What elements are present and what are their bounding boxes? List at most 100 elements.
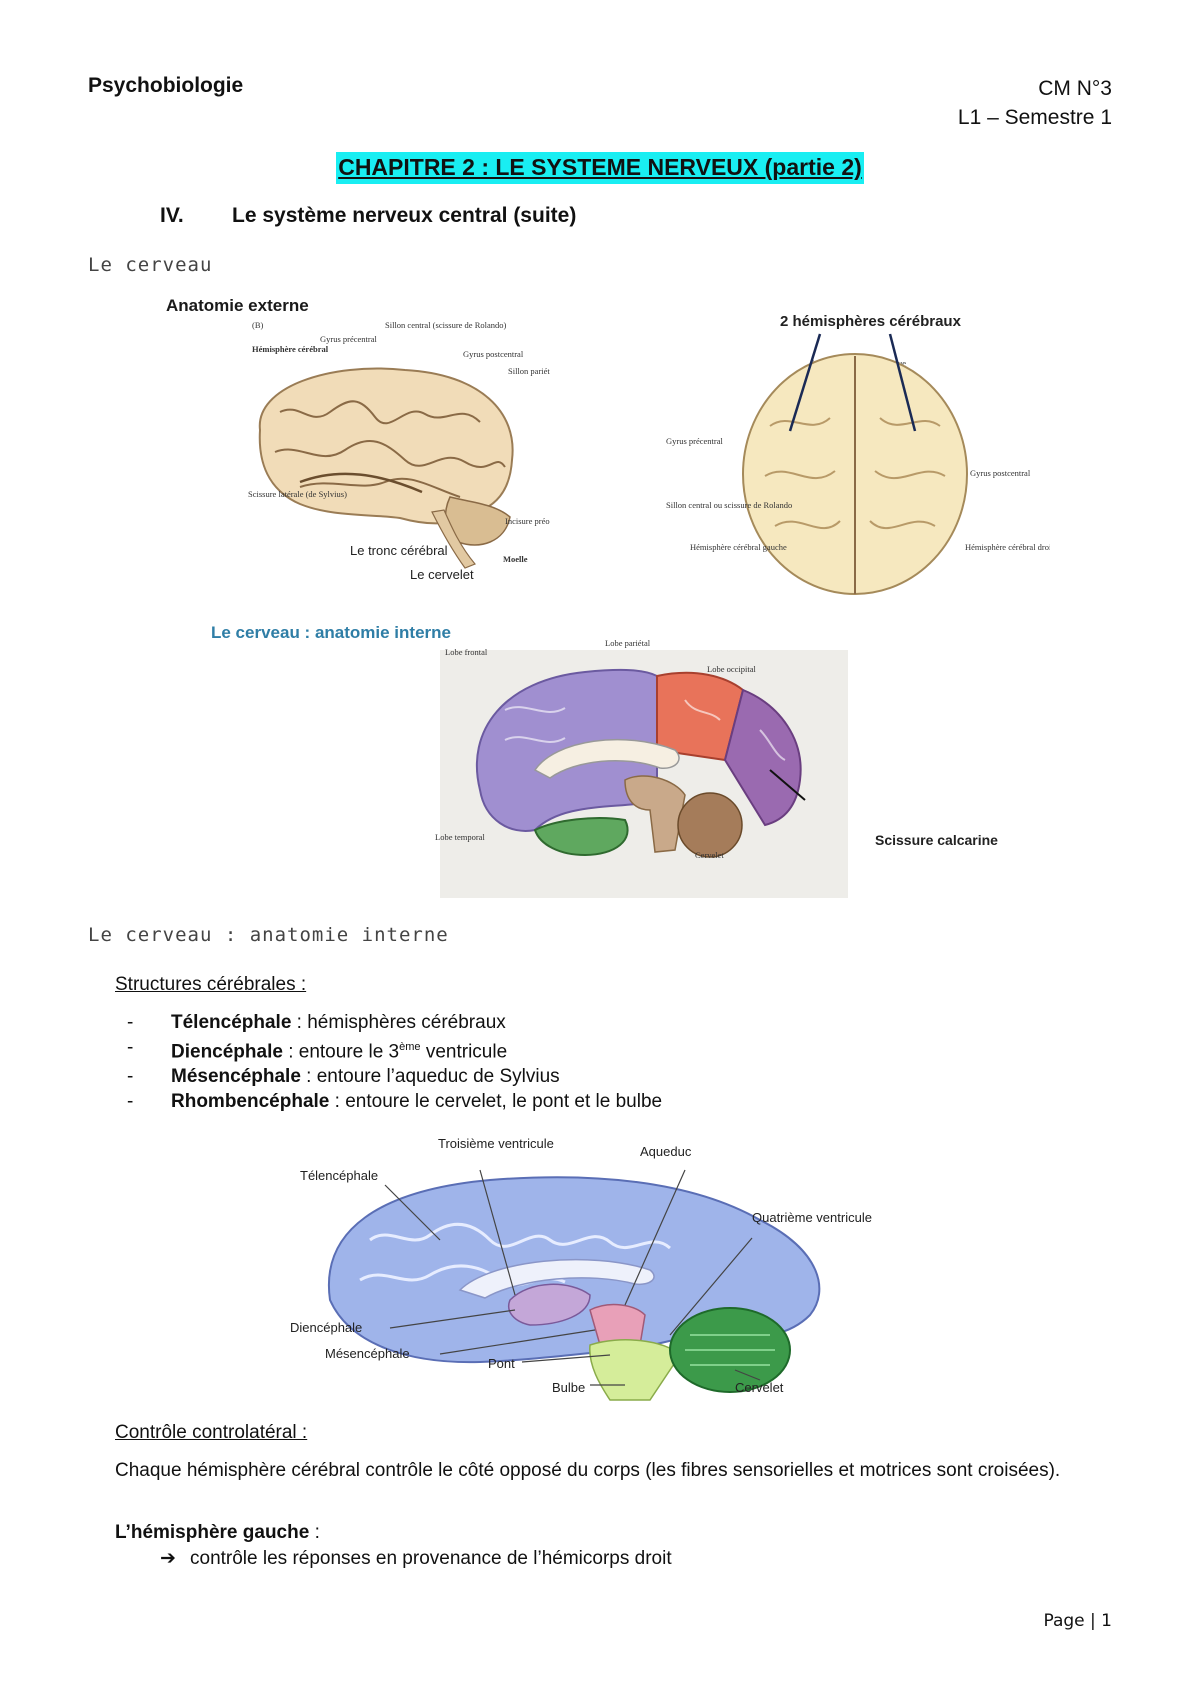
term-telencephale: Télencéphale: [171, 1012, 292, 1033]
label-tronc: Le tronc cérébral: [350, 543, 448, 558]
gyri-lines-3: [299, 477, 461, 498]
fig-tag: (B): [252, 320, 264, 330]
label-cervelet-struct: Cervelet: [735, 1380, 784, 1395]
pointer-mesencephale: [439, 1329, 596, 1355]
label-top-sillon: Sillon central ou scissure de Rolando: [666, 500, 792, 510]
structures-list: -Télencéphale : hémisphères cérébraux -D…: [127, 1010, 662, 1114]
left-hemisphere-colon: :: [309, 1522, 320, 1543]
pointer-telencephale: [384, 1184, 441, 1241]
diencephale-shape: [508, 1283, 591, 1326]
left-hemisphere-line: L’hémisphère gauche :: [115, 1520, 320, 1546]
pointer-aqueduc: [624, 1169, 686, 1306]
calcarine-pointer: [769, 769, 806, 801]
page-sep: |: [1090, 1611, 1096, 1631]
term-rhombencephale: Rhombencéphale: [171, 1091, 330, 1113]
label-troisieme: Troisième ventricule: [438, 1136, 554, 1151]
external-anatomy-figure: Anatomie externe (B) Hémisphère cérébral…: [166, 296, 550, 582]
label-occipital: Lobe occipital: [707, 664, 756, 674]
label-top-gauche: Hémisphère cérébral gauche: [690, 542, 787, 552]
list-item: -Rhombencéphale : entoure le cervelet, l…: [127, 1091, 663, 1113]
def-mesencephale: : entoure l’aqueduc de Sylvius: [300, 1066, 560, 1088]
sylvius-line: [299, 472, 423, 494]
label-sylvius: Scissure latérale (de Sylvius): [248, 489, 347, 499]
section-label: Le système nerveux central (suite): [232, 204, 577, 227]
brainstem-shape: [431, 509, 476, 569]
label-pont: Pont: [488, 1356, 515, 1371]
internal-gyri: [504, 699, 786, 761]
brain-structures-figure: Troisième ventricule Aqueduc Télencéphal…: [290, 1136, 872, 1401]
def-diencephale-b: ventricule: [420, 1041, 508, 1063]
cm-number: CM N°3: [1038, 77, 1112, 100]
internal-anatomy-title: Le cerveau : anatomie interne: [211, 623, 451, 642]
internal-anatomy-figure: Le cerveau : anatomie interne Lobe front…: [211, 623, 998, 898]
label-top-postcentral: Gyrus postcentral: [970, 468, 1031, 478]
label-calcarine: Scissure calcarine: [875, 832, 998, 848]
section-heading: IV. Le système nerveux central (suite): [160, 204, 576, 228]
pointer-cervelet: [734, 1369, 761, 1381]
bullet-text: contrôle les réponses en provenance de l…: [190, 1548, 672, 1569]
pointer-diencephale: [389, 1309, 516, 1329]
subheading-cerveau: Le cerveau: [88, 254, 213, 276]
label-frontal: Lobe frontal: [445, 647, 488, 657]
section-number: IV.: [160, 204, 184, 227]
gyri-lines: [279, 400, 481, 425]
label-parieto: Sillon pariéto-occipital: [508, 366, 550, 376]
label-cervelet-int: Cervelet: [695, 850, 724, 860]
def-diencephale-sup: ème: [399, 1041, 421, 1053]
def-rhombencephale: : entoure le cervelet, le pont et le bul…: [329, 1091, 663, 1113]
controle-heading: Contrôle controlatéral :: [115, 1422, 308, 1443]
def-diencephale-a: : entoure le 3: [282, 1041, 400, 1063]
semester: L1 – Semestre 1: [957, 106, 1112, 129]
pointer-pont: [521, 1354, 611, 1363]
pointer-quatrieme: [669, 1237, 753, 1336]
page-number: 1: [1101, 1611, 1112, 1631]
corpus-callosum-2: [458, 1258, 655, 1299]
chapter-title-wrap: CHAPITRE 2 : LE SYSTEME NERVEUX (partie …: [0, 152, 1200, 184]
list-item: -Télencéphale : hémisphères cérébraux: [127, 1012, 506, 1033]
label-precentral: Gyrus précentral: [320, 334, 378, 344]
label-temporal: Lobe temporal: [435, 832, 485, 842]
arrow-icon: ➔: [160, 1548, 176, 1569]
label-parietal: Lobe pariétal: [605, 638, 651, 648]
page-footer: Page | 1: [1043, 1611, 1112, 1631]
pont-bulbe-shape: [589, 1339, 681, 1401]
cervelet-folia: [685, 1334, 775, 1366]
label-moelle: Moelle: [503, 554, 528, 564]
top-gyri: [764, 417, 946, 530]
subheading-anatomie-interne: Le cerveau : anatomie interne: [88, 924, 449, 946]
label-diencephale: Diencéphale: [290, 1320, 362, 1335]
corpus-callosum: [533, 738, 680, 779]
label-telencephale: Télencéphale: [300, 1168, 378, 1183]
header-right: CM N°3 L1 – Semestre 1: [958, 74, 1112, 132]
controle-paragraph: Chaque hémisphère cérébral contrôle le c…: [115, 1460, 1061, 1481]
def-telencephale: : hémisphères cérébraux: [291, 1012, 506, 1033]
mesencephale-shape: [589, 1303, 646, 1346]
list-item: -Mésencéphale : entoure l’aqueduc de Syl…: [127, 1066, 560, 1088]
label-top-precentral: Gyrus précentral: [666, 436, 724, 446]
label-sillon-central: Sillon central (scissure de Rolando): [385, 320, 507, 330]
left-hemisphere-label: L’hémisphère gauche: [115, 1522, 310, 1543]
occipital-lobe: [723, 688, 802, 827]
label-mesencephale: Mésencéphale: [325, 1346, 410, 1361]
gyri-lines-2: [274, 440, 506, 468]
label-postcentral: Gyrus postcentral: [463, 349, 524, 359]
structures-heading: Structures cérébrales :: [115, 974, 307, 995]
label-incisure: Incisure préoccipi: [505, 516, 550, 526]
term-diencephale: Diencéphale: [171, 1041, 283, 1063]
chapter-title: CHAPITRE 2 : LE SYSTEME NERVEUX (partie …: [336, 152, 864, 184]
brainstem-internal: [624, 775, 686, 853]
top-view-title: 2 hémisphères cérébraux: [780, 313, 962, 330]
label-hemisphere: Hémisphère cérébral: [252, 344, 329, 354]
label-cervelet-ext: Le cervelet: [410, 567, 474, 582]
label-top-droit: Hémisphère cérébral droit: [965, 542, 1050, 552]
arrow-right-hemi: [888, 333, 917, 432]
label-quatrieme: Quatrième ventricule: [752, 1210, 872, 1225]
top-view-figure: 2 hémisphères cérébraux Scissure interhé…: [666, 313, 1050, 595]
term-mesencephale: Mésencéphale: [171, 1066, 301, 1088]
external-anatomy-title: Anatomie externe: [166, 296, 309, 315]
label-aqueduc: Aqueduc: [640, 1144, 692, 1159]
left-hemisphere-bullet: ➔ contrôle les réponses en provenance de …: [160, 1546, 672, 1572]
course-name: Psychobiologie: [88, 74, 244, 97]
arrow-left-hemi: [788, 333, 822, 432]
cerebellum-internal: [677, 792, 743, 858]
